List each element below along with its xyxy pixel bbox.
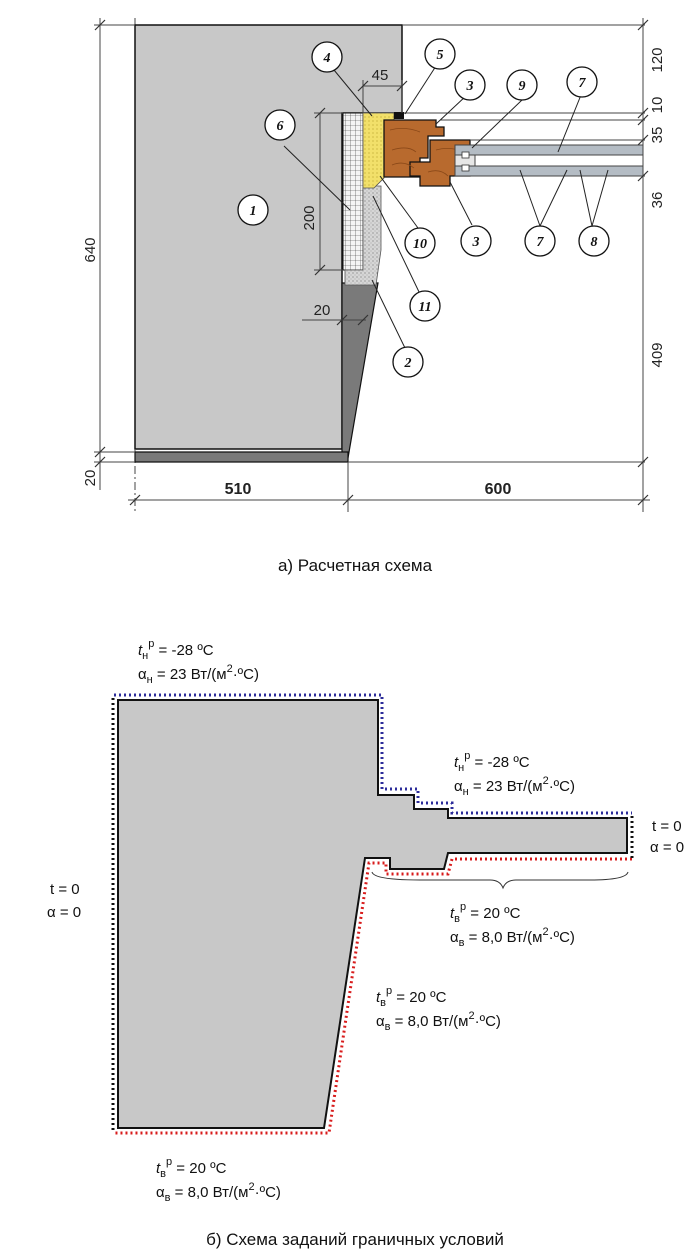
spacer-cell-2: [461, 164, 470, 172]
dim-35: 35: [649, 127, 666, 144]
frame-outer: [383, 119, 445, 178]
svg-text:4: 4: [323, 51, 331, 66]
bottom-alpha-text: αв = 8,0 Вт/(м2·ºС): [156, 1181, 281, 1204]
spacer-cell-1: [461, 151, 470, 159]
dim-36: 36: [649, 192, 666, 209]
dim-640: 640: [82, 237, 99, 262]
boundary-scheme: tнр = -28 ºС αн = 23 Вт/(м2·ºС) tнр = -2…: [47, 638, 684, 1249]
right-alpha-text: α = 0: [650, 839, 684, 856]
midbottom-alpha-text: αв = 8,0 Вт/(м2·ºС): [450, 926, 575, 949]
glass-pane-top: [454, 144, 644, 156]
callout-7-top: 7: [566, 66, 598, 98]
dim-10: 10: [649, 97, 666, 114]
svg-text:5: 5: [437, 48, 444, 63]
callout-9: 9: [506, 69, 538, 101]
leader-lines: [283, 65, 609, 349]
mortar-layer: [344, 185, 382, 286]
sealant-strip: [394, 112, 404, 119]
wood-grain: [389, 128, 465, 177]
dim-200: 200: [301, 205, 318, 230]
svg-text:9: 9: [519, 79, 526, 94]
dim-600: 600: [485, 481, 512, 498]
midtop-t-text: tнр = -28 ºС: [454, 750, 530, 774]
dim-510: 510: [225, 481, 252, 498]
top-t-text: tнр = -28 ºС: [138, 638, 214, 662]
svg-text:11: 11: [418, 300, 431, 315]
callout-4: 4: [311, 41, 343, 73]
callout-2: 2: [392, 346, 424, 378]
glass-pane-bottom: [454, 165, 644, 177]
plaster-layer: [341, 282, 379, 459]
bottom-dim-ticks: [129, 494, 649, 506]
calculation-scheme: 640 20 510 600 120 10 35 36 409 45 200 2…: [82, 18, 666, 575]
svg-text:8: 8: [591, 235, 598, 250]
callout-5: 5: [424, 38, 456, 70]
midtop-alpha-text: αн = 23 Вт/(м2·ºС): [454, 775, 575, 798]
callout-10: 10: [404, 227, 436, 259]
callout-11: 11: [409, 290, 441, 322]
left-dim-ticks: [94, 19, 106, 468]
left-alpha-text: α = 0: [47, 904, 81, 921]
svg-text:3: 3: [466, 79, 474, 94]
svg-text:1: 1: [250, 204, 257, 219]
callout-6: 6: [264, 109, 296, 141]
callout-3-top: 3: [454, 69, 486, 101]
svg-text:6: 6: [277, 119, 284, 134]
right-t-text: t = 0: [652, 818, 682, 835]
left-t-text: t = 0: [50, 881, 80, 898]
dim-45: 45: [372, 67, 389, 84]
callout-7-bottom: 7: [524, 225, 556, 257]
top-alpha-text: αн = 23 Вт/(м2·ºС): [138, 663, 259, 686]
dim-20-inner: 20: [314, 302, 331, 319]
caption-a: а) Расчетная схема: [278, 556, 433, 575]
callout-8: 8: [578, 225, 610, 257]
dim-409: 409: [649, 342, 666, 367]
svg-text:10: 10: [413, 237, 427, 252]
callout-3-bottom: 3: [460, 225, 492, 257]
svg-text:7: 7: [579, 76, 587, 91]
dim-20-left: 20: [82, 470, 99, 487]
svg-text:7: 7: [537, 235, 545, 250]
caption-b: б) Схема заданий граничных условий: [206, 1230, 504, 1249]
slope-alpha-text: αв = 8,0 Вт/(м2·ºС): [376, 1010, 501, 1033]
dim-120: 120: [649, 47, 666, 72]
inner-dim-ticks: [314, 80, 408, 326]
bottom-t-text: tвр = 20 ºС: [156, 1156, 227, 1180]
boundary-shape: [117, 699, 628, 1129]
outer-boundary-line: [114, 693, 632, 815]
right-dim-ticks: [637, 19, 649, 468]
svg-text:2: 2: [404, 356, 412, 371]
bottom-plaster-layer: [134, 451, 349, 463]
callout-1: 1: [237, 194, 269, 226]
svg-text:3: 3: [472, 235, 480, 250]
slope-t-text: tвр = 20 ºС: [376, 985, 447, 1009]
insulation-layer: [342, 112, 364, 271]
brace: [371, 871, 629, 890]
midbottom-t-text: tвр = 20 ºС: [450, 901, 521, 925]
